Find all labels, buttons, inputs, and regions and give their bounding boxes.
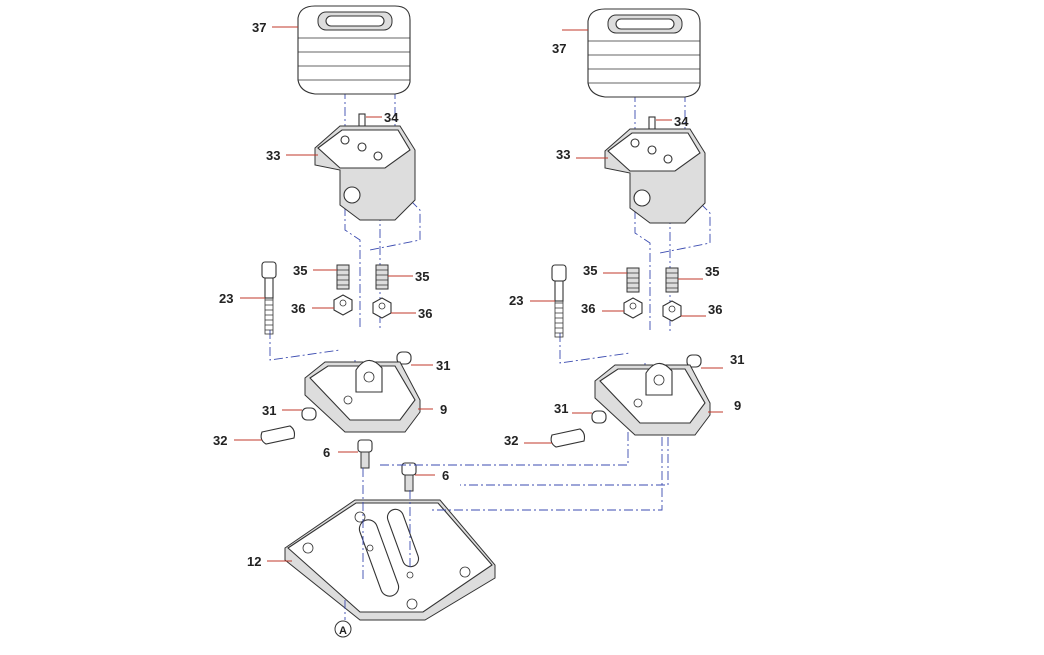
- label-6: 6: [323, 445, 330, 460]
- label-31: 31: [436, 358, 450, 373]
- reference-marker-label: A: [339, 625, 347, 637]
- label-31: 31: [554, 401, 568, 416]
- label-33: 33: [556, 147, 570, 162]
- label-31: 31: [730, 352, 744, 367]
- left-assembly: A 37 34 33 35 35 23 36 36 31 9 31 32 6 6…: [213, 5, 496, 638]
- right-assembly: 37 34 33 35 35 23 36 36 31 9 31 32: [504, 8, 744, 448]
- label-36: 36: [418, 306, 432, 321]
- label-35: 35: [415, 269, 429, 284]
- label-36: 36: [291, 301, 305, 316]
- label-34: 34: [674, 114, 689, 129]
- label-23: 23: [219, 291, 233, 306]
- label-6: 6: [442, 468, 449, 483]
- centerline: [380, 415, 669, 511]
- label-33: 33: [266, 148, 280, 163]
- base-plate-part-12: [284, 499, 496, 621]
- label-9: 9: [734, 398, 741, 413]
- label-37: 37: [252, 20, 266, 35]
- label-34: 34: [384, 110, 399, 125]
- label-35: 35: [293, 263, 307, 278]
- screw-part-6: [401, 462, 417, 492]
- reference-marker-a: [334, 620, 352, 638]
- label-35: 35: [705, 264, 719, 279]
- label-36: 36: [581, 301, 595, 316]
- label-36: 36: [708, 302, 722, 317]
- label-23: 23: [509, 293, 523, 308]
- label-35: 35: [583, 263, 597, 278]
- label-12: 12: [247, 554, 261, 569]
- screw-part-6: [357, 439, 373, 469]
- label-32: 32: [504, 433, 518, 448]
- label-9: 9: [440, 402, 447, 417]
- label-32: 32: [213, 433, 227, 448]
- label-31: 31: [262, 403, 276, 418]
- label-37: 37: [552, 41, 566, 56]
